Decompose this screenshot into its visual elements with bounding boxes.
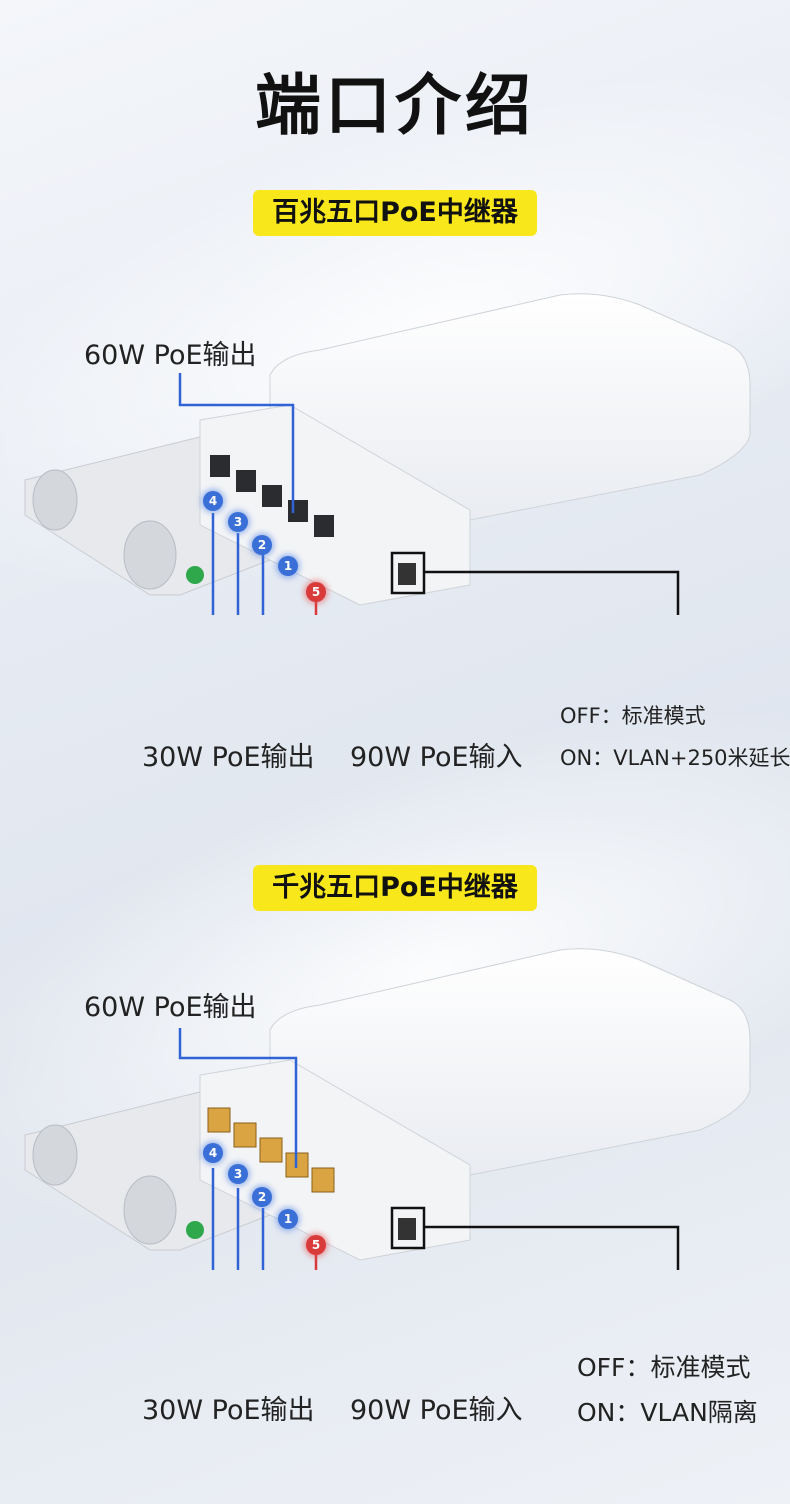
label-30w-poe-output: 30W PoE输出 — [142, 1395, 315, 1426]
port-number-1: 1 — [278, 1209, 298, 1229]
label-60w-poe-output: 60W PoE输出 — [84, 340, 257, 371]
label-switch-off: OFF：标准模式 — [560, 704, 706, 728]
label-switch-on: ON：VLAN隔离 — [577, 1398, 758, 1427]
port-number-5: 5 — [306, 1235, 326, 1255]
section-badge-100m: 百兆五口PoE中继器 — [253, 190, 537, 236]
page-title: 端口介绍 — [255, 67, 535, 144]
port-number-3: 3 — [228, 1164, 248, 1184]
port-number-4: 4 — [203, 1143, 223, 1163]
label-90w-poe-input: 90W PoE输入 — [350, 742, 523, 773]
port-number-5: 5 — [306, 582, 326, 602]
port-number-3: 3 — [228, 512, 248, 532]
label-30w-poe-output: 30W PoE输出 — [142, 742, 315, 773]
repeater-device-image-100m — [24, 293, 751, 615]
label-switch-on: ON：VLAN+250米延长 — [560, 746, 790, 770]
label-90w-poe-input: 90W PoE输入 — [350, 1395, 523, 1426]
repeater-device-image-1000m — [24, 948, 751, 1270]
port-number-2: 2 — [252, 1187, 272, 1207]
port-number-1: 1 — [278, 556, 298, 576]
port-number-4: 4 — [203, 491, 223, 511]
label-switch-off: OFF：标准模式 — [577, 1353, 751, 1382]
label-60w-poe-output: 60W PoE输出 — [84, 992, 257, 1023]
port-number-2: 2 — [252, 535, 272, 555]
section-badge-1000m: 千兆五口PoE中继器 — [253, 865, 537, 911]
